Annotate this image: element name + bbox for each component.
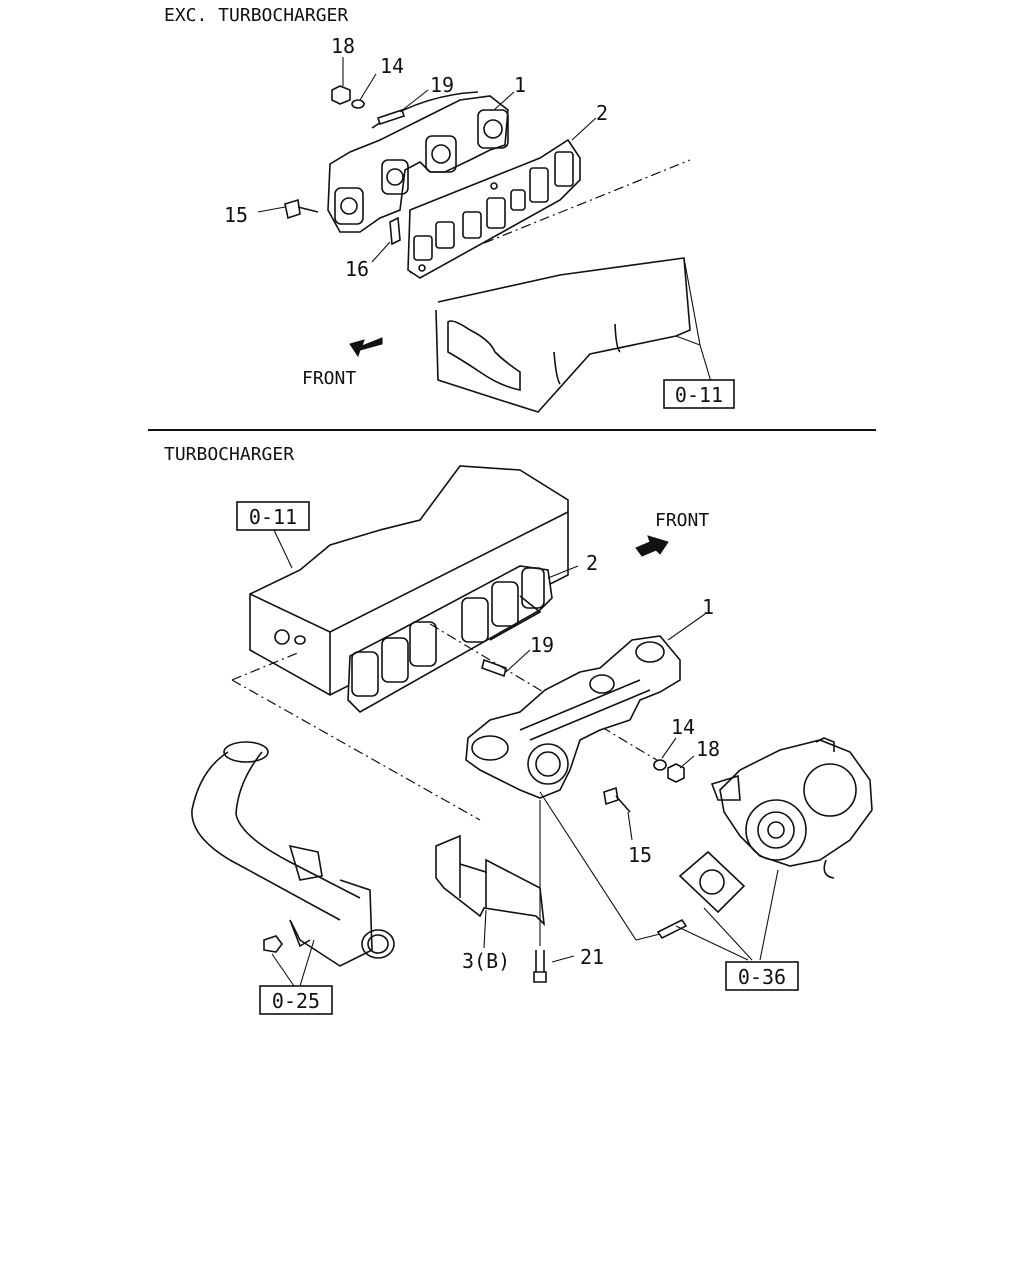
bolt-15-bottom [603, 786, 619, 806]
leader-o11-bottom [273, 529, 293, 569]
leader-3b [483, 909, 487, 949]
callout-14-top: 14 [380, 54, 404, 78]
callout-16-top: 16 [345, 257, 369, 281]
manifold-gasket-bottom [347, 565, 553, 713]
turbo-gasket [678, 850, 746, 914]
callout-2-bottom: 2 [586, 551, 598, 575]
ref-box-o11-top [663, 379, 735, 409]
ref-o36-label: 0-36 [738, 965, 786, 989]
callout-18-top: 18 [331, 34, 355, 58]
callout-19-bottom: 19 [530, 633, 554, 657]
ref-o11-top-label: 0-11 [675, 383, 723, 407]
leader-21 [551, 955, 575, 963]
bolt-21-shank [535, 950, 545, 972]
section-title-turbocharger: TURBOCHARGER [164, 444, 294, 465]
manifold-gasket-top [407, 138, 581, 279]
leader-o36 [675, 869, 779, 961]
leader-15-bottom [627, 811, 633, 841]
nut-18-bottom [667, 763, 685, 783]
leader-lines-top [257, 57, 597, 263]
turbo-stud [656, 918, 688, 940]
nut-exhaust-pipe [263, 935, 283, 953]
leader-1-bottom [667, 613, 706, 641]
exhaust-manifold-bottom [465, 635, 681, 799]
ref-o11-bottom-label: 0-11 [249, 505, 297, 529]
engine-block-bottom [231, 465, 569, 821]
front-label-bottom: FRONT [655, 510, 709, 531]
leader-14-bottom [661, 737, 677, 759]
callout-2-top: 2 [596, 101, 608, 125]
front-arrow-bottom-icon [635, 535, 669, 557]
section-title-exc-turbocharger: EXC. TURBOCHARGER [164, 5, 348, 26]
exhaust-pipe [191, 741, 395, 967]
bolt-21 [533, 971, 547, 983]
leader-manifold-stud [539, 791, 661, 941]
leader-18-bottom [679, 755, 695, 769]
leader-2-bottom [547, 565, 579, 579]
ref-box-o11-bottom [236, 501, 310, 531]
callout-1-top: 1 [514, 73, 526, 97]
callout-3b: 3(B) [462, 949, 510, 973]
fasteners-top [284, 85, 406, 246]
heat-shield-3b [435, 834, 546, 927]
ref-box-o36 [725, 961, 799, 991]
leader-o25 [271, 939, 315, 987]
callout-18-bottom: 18 [696, 737, 720, 761]
callout-1-bottom: 1 [702, 595, 714, 619]
callout-19-top: 19 [430, 73, 454, 97]
callout-14-bottom: 14 [671, 715, 695, 739]
front-label-top: FRONT [302, 368, 356, 389]
front-arrow-top-icon [349, 337, 383, 358]
callout-15-top: 15 [224, 203, 248, 227]
callout-21: 21 [580, 945, 604, 969]
ref-box-o25 [259, 985, 333, 1015]
washer-14-bottom [653, 759, 667, 771]
bolt-15-shank [615, 795, 631, 813]
callout-15-bottom: 15 [628, 843, 652, 867]
ref-o25-label: 0-25 [272, 989, 320, 1013]
turbocharger-unit [710, 737, 873, 879]
engine-block-top [409, 159, 713, 413]
leader-19-bottom [505, 649, 531, 673]
